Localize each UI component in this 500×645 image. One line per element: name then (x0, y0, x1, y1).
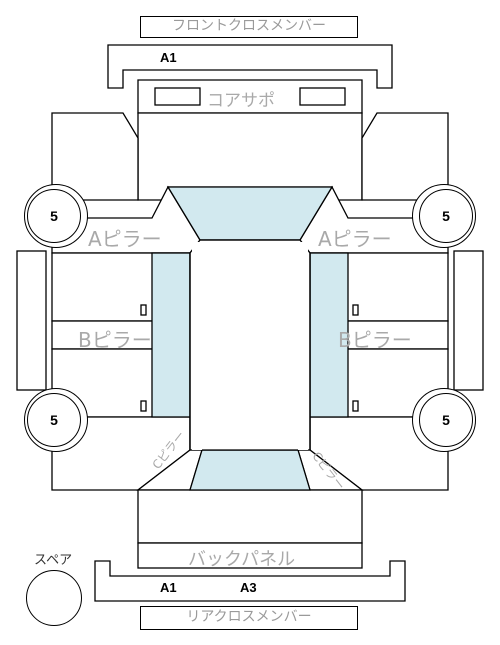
rear-window-glass (189, 449, 311, 491)
wheel-rear-right: 5 (419, 393, 473, 447)
wheel-front-right: 5 (419, 189, 473, 243)
front-cross-member-bracket (107, 44, 393, 89)
a-pillar-left-label: Aピラー (88, 227, 162, 251)
rear-code-a1: A1 (160, 580, 177, 595)
rear-cross-member-bracket (94, 560, 406, 602)
core-support-right-box (299, 87, 346, 106)
front-code-a1: A1 (160, 50, 177, 65)
left-side-glass (151, 252, 191, 418)
latch-right-rear (352, 400, 359, 412)
b-pillar-left-label: Bピラー (78, 328, 152, 352)
wheel-front-left: 5 (27, 189, 81, 243)
latch-right-front (352, 304, 359, 316)
rear-cross-member-label: リアクロスメンバー (140, 606, 358, 630)
front-cross-member-label: フロントクロスメンバー (140, 16, 358, 38)
spare-label: スペア (34, 553, 73, 568)
a-pillar-right-label: Aピラー (318, 227, 392, 251)
core-support-left-box (154, 87, 201, 106)
latch-left-rear (140, 400, 147, 412)
left-side-sill (16, 250, 47, 391)
rear-code-a3: A3 (240, 580, 257, 595)
b-pillar-right-label: Bピラー (338, 328, 412, 352)
trunk-area (137, 489, 363, 544)
cabin-edges (189, 239, 311, 451)
core-support-label: コアサポ (207, 91, 275, 111)
wheel-rear-left: 5 (27, 393, 81, 447)
spare-tire-circle (26, 570, 82, 626)
back-panel (137, 542, 363, 569)
latch-left-front (140, 304, 147, 316)
right-side-sill (453, 250, 484, 391)
back-panel-label: バックパネル (188, 549, 296, 570)
cabin-fill (192, 242, 308, 450)
